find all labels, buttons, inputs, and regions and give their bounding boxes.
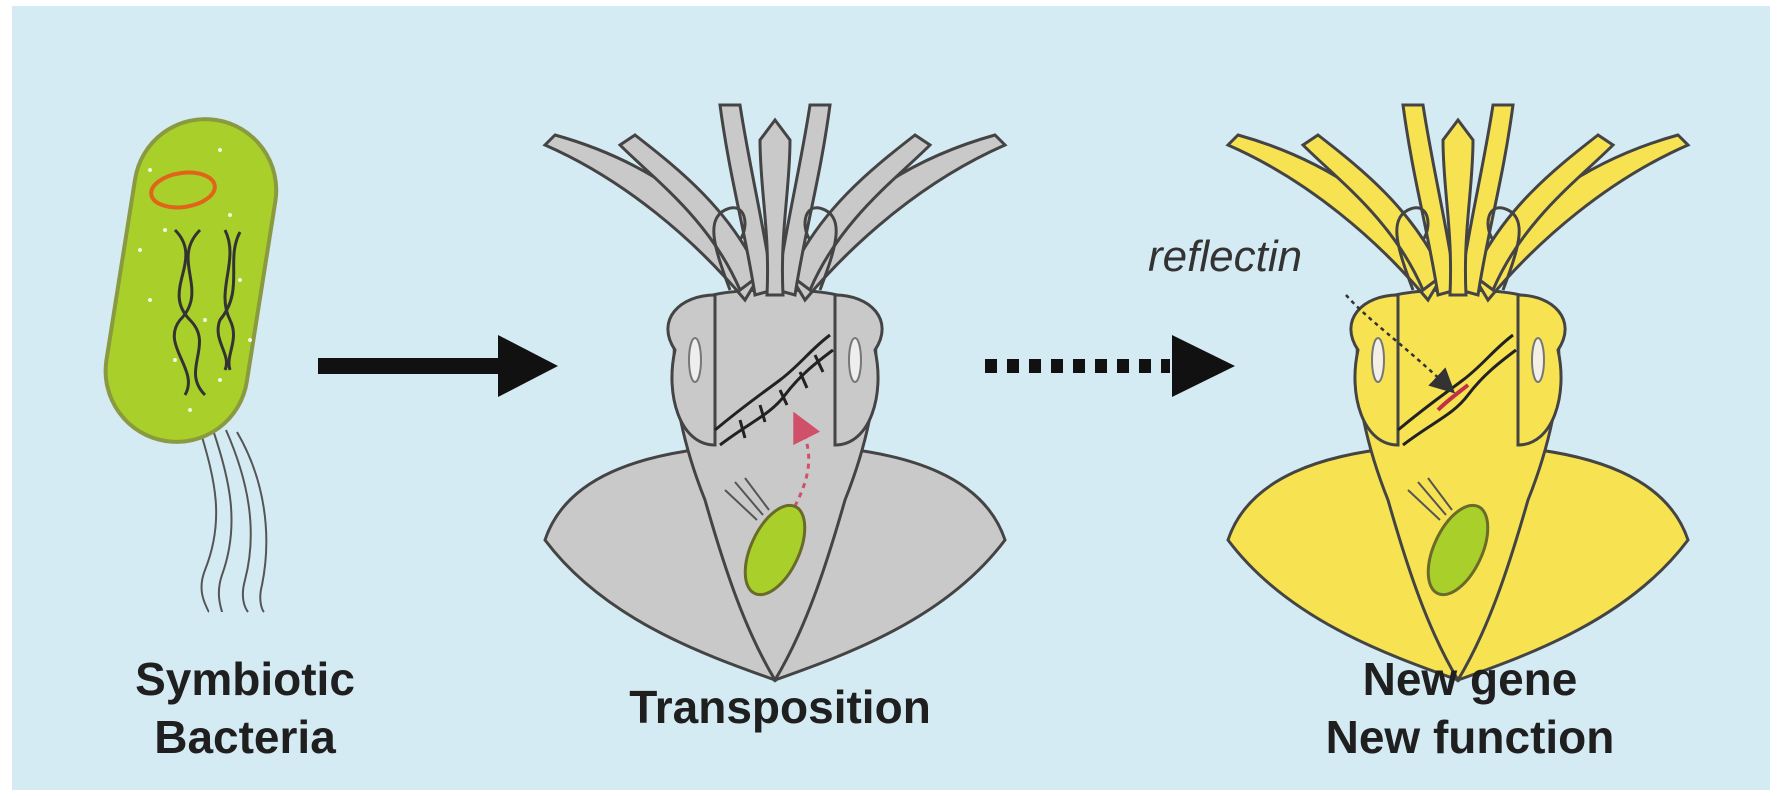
solid-arrow xyxy=(318,335,558,397)
label-transposition: Transposition xyxy=(580,678,980,736)
label-line: New gene xyxy=(1260,650,1680,708)
bacterium xyxy=(95,109,286,612)
label-line: Bacteria xyxy=(60,708,430,766)
label-line: Symbiotic xyxy=(60,650,430,708)
label-line: New function xyxy=(1260,708,1680,766)
bacterium-flagella xyxy=(200,430,266,612)
squid-transposition xyxy=(545,105,1005,680)
label-new-gene-new-function: New gene New function xyxy=(1260,650,1680,766)
label-symbiotic-bacteria: Symbiotic Bacteria xyxy=(60,650,430,766)
label-reflectin: reflectin xyxy=(1148,232,1302,282)
squid-new-function xyxy=(1228,105,1688,680)
dotted-arrow xyxy=(985,335,1235,397)
